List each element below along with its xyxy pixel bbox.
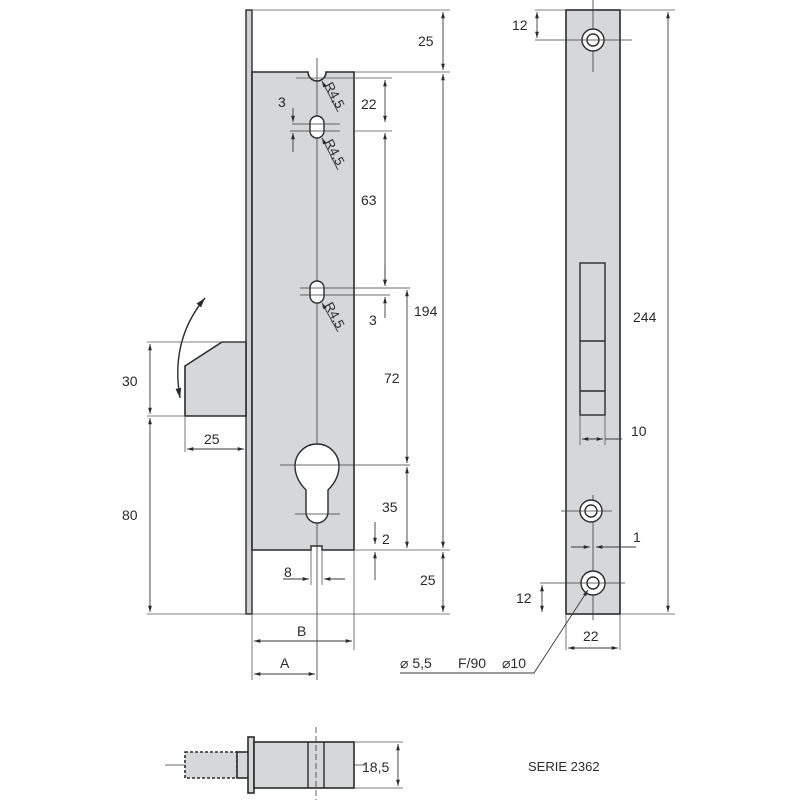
dim-overall-height: 244 bbox=[633, 309, 657, 325]
dim-offset: 1 bbox=[633, 529, 641, 545]
latch-bolt bbox=[184, 341, 247, 417]
dim-bottom-margin: 25 bbox=[420, 572, 436, 588]
faceplate-edge bbox=[245, 9, 253, 615]
latch-shaft bbox=[184, 751, 238, 779]
screw-hole-top bbox=[535, 28, 632, 52]
front-view bbox=[147, 9, 450, 680]
lock-case bbox=[253, 741, 355, 789]
dim-latch-to-bottom: 80 bbox=[122, 507, 138, 523]
dim-slot1-slot2: 22 bbox=[361, 96, 377, 112]
dim-backset-a: A bbox=[280, 655, 290, 671]
dim-slot-width: 10 bbox=[631, 423, 647, 439]
latch-opening bbox=[579, 262, 606, 416]
bottom-view bbox=[165, 727, 403, 800]
dim-overall-body: 194 bbox=[414, 303, 438, 319]
series-label: SERIE 2362 bbox=[528, 759, 600, 774]
dim-top-hole-offset: 12 bbox=[512, 17, 528, 33]
dim-latch-projection: 25 bbox=[204, 431, 220, 447]
hole-spec-head-diameter: ⌀10 bbox=[502, 655, 527, 671]
dim-latch-height: 30 bbox=[122, 373, 138, 389]
dim-body-thickness: 18,5 bbox=[362, 759, 390, 775]
dim-faceplate-width: 22 bbox=[583, 628, 599, 644]
dim-bottom-hole-offset: 12 bbox=[516, 590, 532, 606]
dim-slot3-cylinder: 72 bbox=[384, 370, 400, 386]
dim-top-margin: 25 bbox=[418, 33, 434, 49]
hole-spec-diameter: ⌀ 5,5 bbox=[400, 655, 432, 671]
dim-notch-width: 8 bbox=[284, 564, 292, 580]
screw-hole-middle bbox=[561, 499, 612, 523]
lock-body bbox=[251, 71, 355, 551]
mounting-slot-upper bbox=[309, 115, 325, 139]
dim-cut-depth: 2 bbox=[382, 531, 390, 547]
rotation-arrow-icon bbox=[175, 297, 206, 399]
side-view bbox=[400, 0, 675, 674]
dim-slot-height-lower: 3 bbox=[369, 312, 377, 328]
hole-spec-countersink: F/90 bbox=[458, 655, 487, 671]
dim-slot-height-upper: 3 bbox=[278, 94, 286, 110]
dim-cylinder-bottom: 35 bbox=[382, 499, 398, 515]
dim-width-b: B bbox=[297, 623, 307, 639]
mounting-slot-middle bbox=[309, 280, 325, 304]
dim-slot2-slot3: 63 bbox=[361, 192, 377, 208]
screw-hole-bottom bbox=[540, 570, 625, 596]
faceplate-section bbox=[247, 736, 255, 794]
